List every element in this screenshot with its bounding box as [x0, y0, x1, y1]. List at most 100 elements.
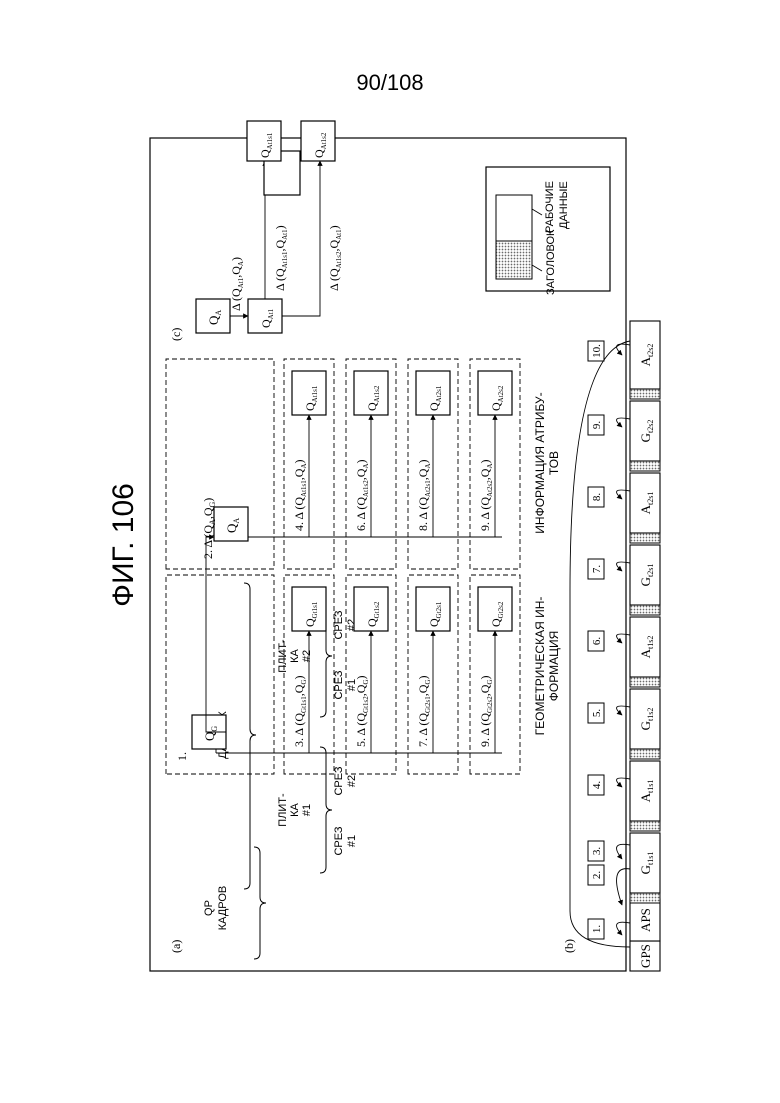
svg-text:10.: 10.: [591, 344, 603, 358]
c-delta-2: Δ (QAt1s1,QAt1): [273, 225, 289, 291]
svg-text:КАДРОВ: КАДРОВ: [217, 886, 229, 931]
slice-label-t1s1: СРЕЗ#1: [333, 826, 358, 855]
stream-cell-at1s2: At1s2: [630, 617, 660, 687]
svg-text:ГЕОМЕТРИЧЕСКАЯ ИН-: ГЕОМЕТРИЧЕСКАЯ ИН-: [533, 597, 547, 736]
c-delta-1: Δ (QAt1,QA): [229, 257, 245, 311]
step-1-label: 1.: [175, 752, 189, 761]
geo-row-qp-box: QGt2s1: [416, 587, 450, 631]
stream-step-7: 7.: [588, 559, 630, 579]
figure-title: ФИГ. 106: [107, 483, 140, 607]
attribute-column-label: ИНФОРМАЦИЯ АТРИБУ- ТОВ: [533, 392, 561, 533]
svg-text:#2: #2: [301, 650, 313, 662]
stream-cell-header: [630, 605, 660, 615]
stream-step-6: 6.: [588, 631, 630, 651]
svg-text:#1: #1: [346, 835, 358, 847]
slice-label-t1s2: СРЕЗ#2: [333, 766, 358, 795]
svg-text:7.: 7.: [591, 565, 603, 574]
stream-step-2: 2.: [588, 865, 630, 905]
stream-cell-aps: APS: [630, 899, 660, 941]
svg-text:4.: 4.: [591, 781, 603, 790]
step-2-label: 2. Δ (QA,QG): [201, 498, 217, 559]
stream-cell-header: [630, 893, 660, 903]
legend-payload-label-2: ДАННЫЕ: [558, 181, 570, 229]
stream-cell-header: [630, 749, 660, 759]
legend-header-label: ЗАГОЛОВОК: [545, 229, 557, 295]
geo-row-qp-box: QGt2s2: [478, 587, 512, 631]
data-qp-brace: [244, 583, 256, 889]
attr-row-qp-box: QAt2s2: [478, 371, 512, 415]
legend-payload-swatch: [496, 195, 532, 241]
svg-text:9.: 9.: [591, 421, 603, 430]
svg-text:КА: КА: [289, 802, 301, 816]
geo-row-delta-label: 3. Δ (QGt1s1,QG): [292, 675, 308, 747]
tile-1-label: ПЛИТ- КА #1: [277, 793, 313, 827]
stream-cell-header: [630, 389, 660, 399]
stream-cell-gt1s2: Gt1s2: [630, 689, 660, 759]
svg-text:5.: 5.: [591, 709, 603, 718]
c-qa-box: QA: [196, 299, 230, 333]
attr-row-delta-label: 8. Δ (QAt2s1,QA): [416, 459, 432, 531]
attr-row-delta-label: 9. Δ (QAt2s2,QA): [478, 459, 494, 531]
svg-text:ТОВ: ТОВ: [547, 451, 561, 475]
attr-row-qp-box: QAt2s1: [416, 371, 450, 415]
stream-cell-label: GPS: [638, 944, 653, 968]
attr-row-qp-box: QAt1s2: [354, 371, 388, 415]
panel-c: QA Δ (QAt1,QA) QAt1 Δ (QAt1s1,QAt1) Δ (Q…: [196, 151, 343, 333]
rotated-content: (a) (b) (c) QP КАДРОВ QP ДАННЫХ ПЛИТ- КА…: [166, 121, 660, 971]
qg-to-qa-arrow: [206, 537, 226, 732]
legend-header-swatch: [496, 241, 532, 279]
panel-a-label: (a): [169, 940, 183, 953]
stream-cell-at2s1: At2s1: [630, 473, 660, 543]
svg-text:QP: QP: [203, 900, 215, 916]
stream-step-3: 3.: [588, 841, 630, 861]
svg-text:ПЛИТ-: ПЛИТ-: [277, 793, 289, 827]
stream-cell-gt2s2: Gt2s2: [630, 401, 660, 471]
tile-1-brace: [320, 747, 332, 873]
stream-cell-gt2s1: Gt2s1: [630, 545, 660, 615]
panel-c-label: (c): [169, 328, 183, 341]
frame-qp-label: QP КАДРОВ: [203, 886, 229, 931]
stream-cell-header: [630, 533, 660, 543]
geo-row-delta-label: 7. Δ (QGt2s1,QG): [416, 675, 432, 747]
panel-b-label: (b): [562, 939, 576, 953]
geo-row-2: 5. Δ (QGt1s2,QG) QGt1s2: [354, 587, 388, 753]
c-delta-3: Δ (QAt1s2,QAt1): [327, 225, 343, 291]
c-qat1s1-box: QAt1s1: [247, 121, 281, 161]
stream-cell-gps: GPS: [630, 941, 660, 971]
attr-row-qp-box: QAt1s1: [292, 371, 326, 415]
attr-row-2: 6. Δ (QAt1s2,QA) QAt1s2: [354, 371, 388, 537]
svg-text:8.: 8.: [591, 493, 603, 502]
stream-cell-header: [630, 461, 660, 471]
stream-step-10: 10.: [588, 341, 630, 361]
c-qat1s2-box: QAt1s2: [301, 121, 335, 161]
svg-text:СРЕЗ: СРЕЗ: [333, 766, 345, 795]
svg-text:ИНФОРМАЦИЯ АТРИБУ-: ИНФОРМАЦИЯ АТРИБУ-: [533, 392, 547, 533]
stream-step-8: 8.: [588, 487, 630, 507]
geo-row-delta-label: 5. Δ (QGt1s2,QG): [354, 675, 370, 747]
stream-cell-header: [630, 677, 660, 687]
geo-row-qp-box: QGt1s2: [354, 587, 388, 631]
legend: РАБОЧИЕ ДАННЫЕ ЗАГОЛОВОК: [486, 167, 610, 295]
geo-row-qp-box: QGt1s1: [292, 587, 326, 631]
stream-step-4: 4.: [588, 775, 630, 795]
stream-step-5: 5.: [588, 703, 630, 723]
svg-text:#1: #1: [301, 804, 313, 816]
svg-text:#2: #2: [346, 775, 358, 787]
svg-text:КА: КА: [289, 648, 301, 662]
frame-qp-brace: [254, 847, 266, 959]
stream-cell-label: APS: [638, 908, 653, 932]
attr-row-delta-label: 6. Δ (QAt1s2,QA): [354, 459, 370, 531]
svg-text:СРЕЗ: СРЕЗ: [333, 826, 345, 855]
svg-text:6.: 6.: [591, 637, 603, 646]
geo-row-4: 9. Δ (QGt2s2,QG) QGt2s2: [478, 587, 512, 753]
attr-row-4: 9. Δ (QAt2s2,QA) QAt2s2: [478, 371, 512, 537]
svg-text:ПЛИТ-: ПЛИТ-: [277, 639, 289, 673]
geo-row-delta-label: 9. Δ (QGt2s2,QG): [478, 675, 494, 747]
attr-row-3: 8. Δ (QAt2s1,QA) QAt2s1: [416, 371, 450, 537]
stream-cell-at2s2: At2s2: [630, 321, 660, 399]
svg-text:ФОРМАЦИЯ: ФОРМАЦИЯ: [547, 631, 561, 702]
attr-row-1: 4. Δ (QAt1s1,QA)QAt1s1: [292, 371, 326, 537]
geo-row-1: 3. Δ (QGt1s1,QG) QGt1s1: [292, 587, 326, 753]
svg-text:3.: 3.: [591, 847, 603, 856]
